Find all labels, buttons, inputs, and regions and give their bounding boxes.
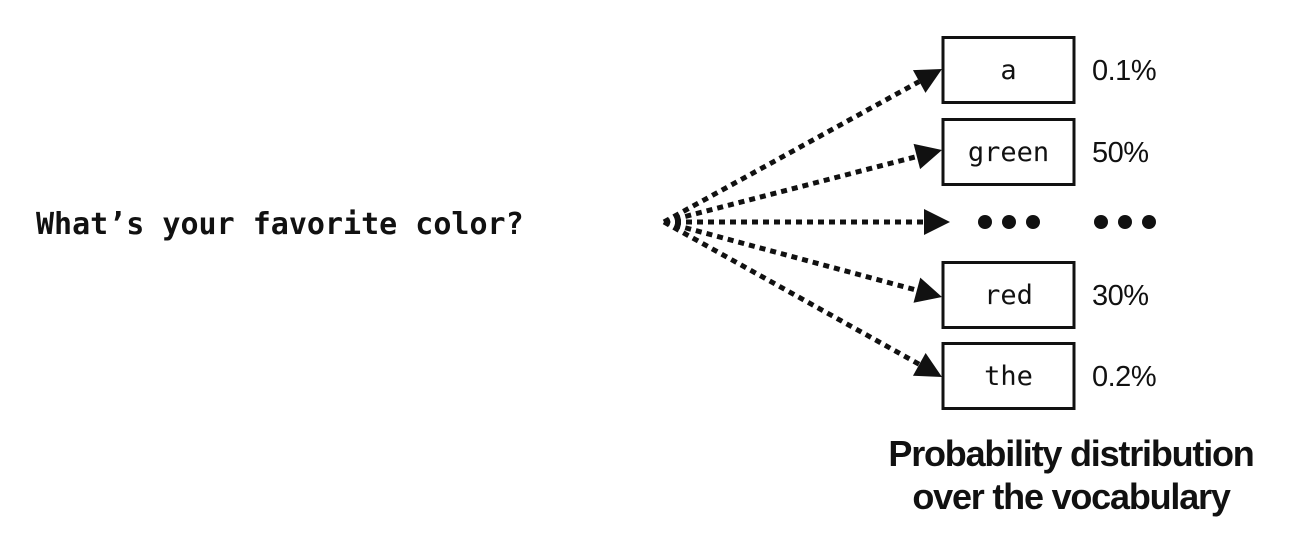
token-box (941, 36, 1076, 104)
arrowhead-icon (913, 277, 942, 303)
ellipsis-probability-icon (1094, 215, 1156, 229)
token-probability: 50% (1092, 137, 1149, 169)
token-label: the (984, 361, 1033, 392)
token-box (941, 261, 1076, 329)
arrowhead-icon (912, 352, 942, 377)
prompt-text: What’s your favorite color? (36, 207, 524, 242)
dashed-arrow (662, 219, 921, 367)
arrows-group (662, 69, 950, 377)
arrowhead-icon (924, 209, 950, 235)
caption-line-2: over the vocabulary (912, 476, 1231, 517)
token-label: green (968, 137, 1049, 168)
dashed-arrow (663, 154, 918, 225)
caption-line-1: Probability distribution (888, 433, 1253, 474)
ellipsis-icon (978, 215, 1040, 229)
token-label: red (984, 280, 1033, 311)
token-label: a (1000, 55, 1016, 86)
token-box (941, 118, 1076, 186)
token-box (941, 342, 1076, 410)
dashed-arrow (663, 219, 918, 293)
vocabulary-tokens: a 0.1% green 50% red 30% the 0.2% (941, 36, 1157, 410)
token-probability: 0.1% (1092, 55, 1156, 87)
dashed-arrow (662, 79, 921, 225)
token-probability: 0.2% (1092, 361, 1156, 393)
token-probability: 30% (1092, 280, 1149, 312)
arrowhead-icon (913, 143, 942, 170)
arrowhead-icon (912, 69, 942, 93)
